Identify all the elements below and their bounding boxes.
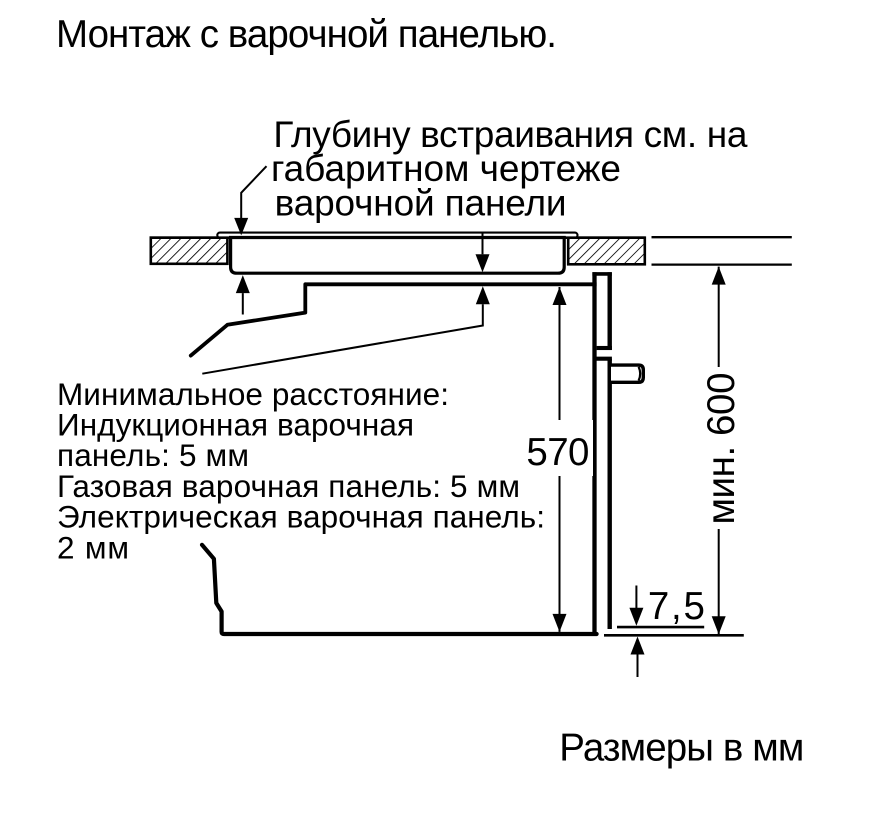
svg-text:Электрическая варочная панель:: Электрическая варочная панель: — [57, 499, 545, 535]
svg-text:варочной панели: варочной панели — [275, 183, 567, 224]
svg-text:Индукционная варочная: Индукционная варочная — [57, 407, 414, 443]
svg-text:панель: 5 мм: панель: 5 мм — [57, 437, 249, 473]
svg-text:570: 570 — [526, 431, 589, 474]
svg-text:Минимальное расстояние:: Минимальное расстояние: — [57, 376, 449, 412]
svg-text:Глубину встраивания см. на: Глубину встраивания см. на — [273, 114, 747, 155]
svg-text:мин. 600: мин. 600 — [700, 373, 743, 525]
svg-text:Монтаж с варочной панелью.: Монтаж с варочной панелью. — [56, 13, 557, 56]
svg-text:Газовая варочная панель: 5 мм: Газовая варочная панель: 5 мм — [57, 468, 520, 504]
svg-text:Размеры в мм: Размеры в мм — [559, 726, 804, 769]
svg-text:2 мм: 2 мм — [57, 529, 129, 565]
svg-text:7,5: 7,5 — [648, 585, 705, 628]
svg-text:габаритном чертеже: габаритном чертеже — [271, 148, 621, 189]
